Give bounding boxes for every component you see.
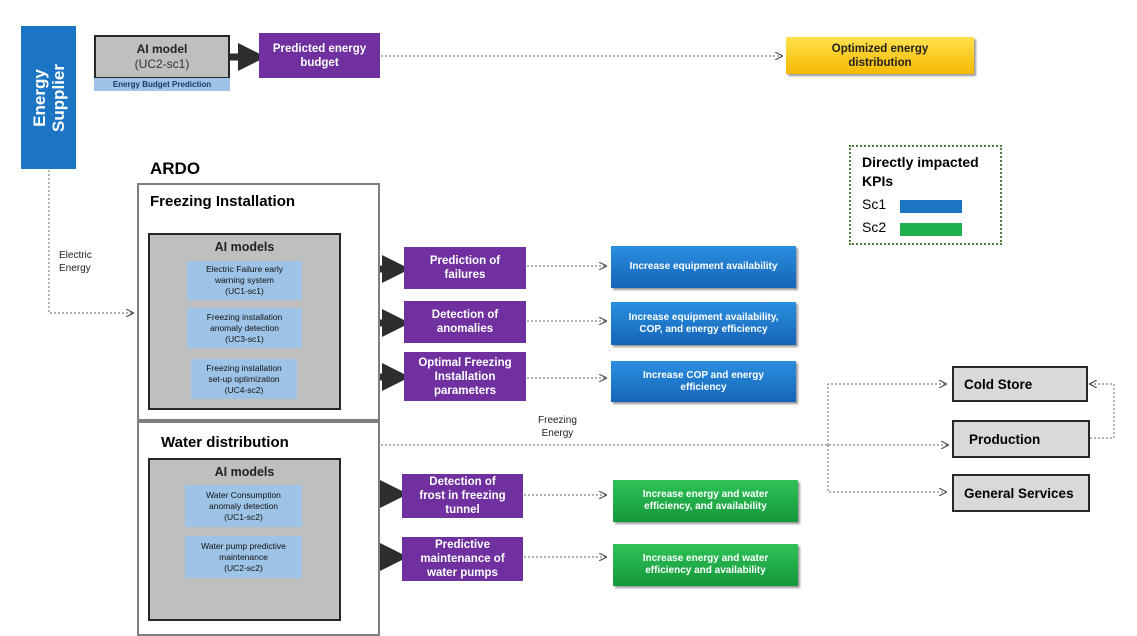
energy-supplier-box: Energy Supplier [21, 26, 76, 169]
water-model-2-name: Water pump predictive maintenance [201, 540, 286, 562]
freezing-output-3: Optimal Freezing Installation parameters [404, 352, 526, 401]
freezing-installation-title: Freezing Installation [150, 193, 296, 210]
water-model-1-name: Water Consumption anomaly detection [206, 489, 281, 511]
top-ai-model-title: AI model [136, 42, 188, 56]
water-kpi-1: Increase energy and water efficiency, an… [613, 480, 798, 522]
water-model-2: Water pump predictive maintenance (UC2-s… [185, 536, 302, 578]
water-model-1-code: (UC1-sc2) [224, 511, 263, 522]
kpi-legend-sc1-swatch [900, 200, 962, 213]
water-output-2: Predictive maintenance of water pumps [402, 537, 523, 581]
destination-general-services: General Services [952, 474, 1090, 512]
freezing-model-1-name: Electric Failure early warning system [206, 264, 283, 285]
freezing-model-2: Freezing installation anomaly detection … [187, 308, 302, 348]
water-kpi-2: Increase energy and water efficiency and… [613, 544, 798, 586]
freezing-output-2: Detection of anomalies [404, 301, 526, 343]
water-distribution-title: Water distribution [161, 434, 289, 451]
freezing-model-1: Electric Failure early warning system (U… [187, 261, 302, 300]
freezing-kpi-2: Increase equipment availability, COP, an… [611, 302, 796, 345]
destination-production: Production [952, 420, 1090, 458]
predicted-budget-box: Predicted energy budget [259, 33, 380, 78]
freezing-kpi-1: Increase equipment availability [611, 246, 796, 288]
electric-energy-line [48, 170, 133, 313]
kpi-legend-sc2-label: Sc2 [862, 219, 887, 235]
freezing-model-3-name: Freezing installation set-up optimizatio… [206, 362, 282, 384]
optimized-distribution-box: Optimized energy distribution [786, 37, 974, 74]
water-model-2-code: (UC2-sc2) [224, 562, 263, 573]
kpi-legend-sc2-swatch [900, 223, 962, 236]
kpi-legend-sc1-label: Sc1 [862, 196, 887, 212]
water-output-1: Detection of frost in freezing tunnel [402, 474, 523, 518]
freezing-output-1: Prediction of failures [404, 247, 526, 289]
top-ai-model-code: (UC2-sc1) [134, 57, 190, 71]
freezing-energy-label: Freezing Energy [538, 415, 577, 439]
energy-supplier-label: Energy Supplier [29, 63, 68, 132]
water-ai-models-title: AI models [214, 465, 275, 479]
destination-cold-store: Cold Store [952, 366, 1088, 402]
kpi-legend: Directly impacted KPIs Sc1 Sc2 [849, 145, 1002, 245]
freezing-ai-models-title: AI models [214, 240, 275, 254]
freezing-model-3-code: (UC4-sc2) [224, 384, 264, 395]
freezing-model-1-code: (UC1-sc1) [225, 286, 264, 296]
top-ai-model-box: AI model (UC2-sc1) [94, 35, 230, 79]
freezing-model-3: Freezing installation set-up optimizatio… [191, 359, 297, 399]
freezing-kpi-3: Increase COP and energy efficiency [611, 361, 796, 402]
kpi-legend-title: Directly impacted KPIs [862, 154, 979, 189]
freezing-model-2-name: Freezing installation anomaly detection [206, 311, 283, 333]
electric-energy-label: Electric Energy [59, 250, 92, 274]
ardo-title: ARDO [150, 159, 201, 178]
freezing-model-2-code: (UC3-sc1) [225, 333, 264, 344]
water-model-1: Water Consumption anomaly detection (UC1… [185, 485, 302, 527]
top-ai-model-caption: Energy Budget Prediction [94, 78, 230, 91]
